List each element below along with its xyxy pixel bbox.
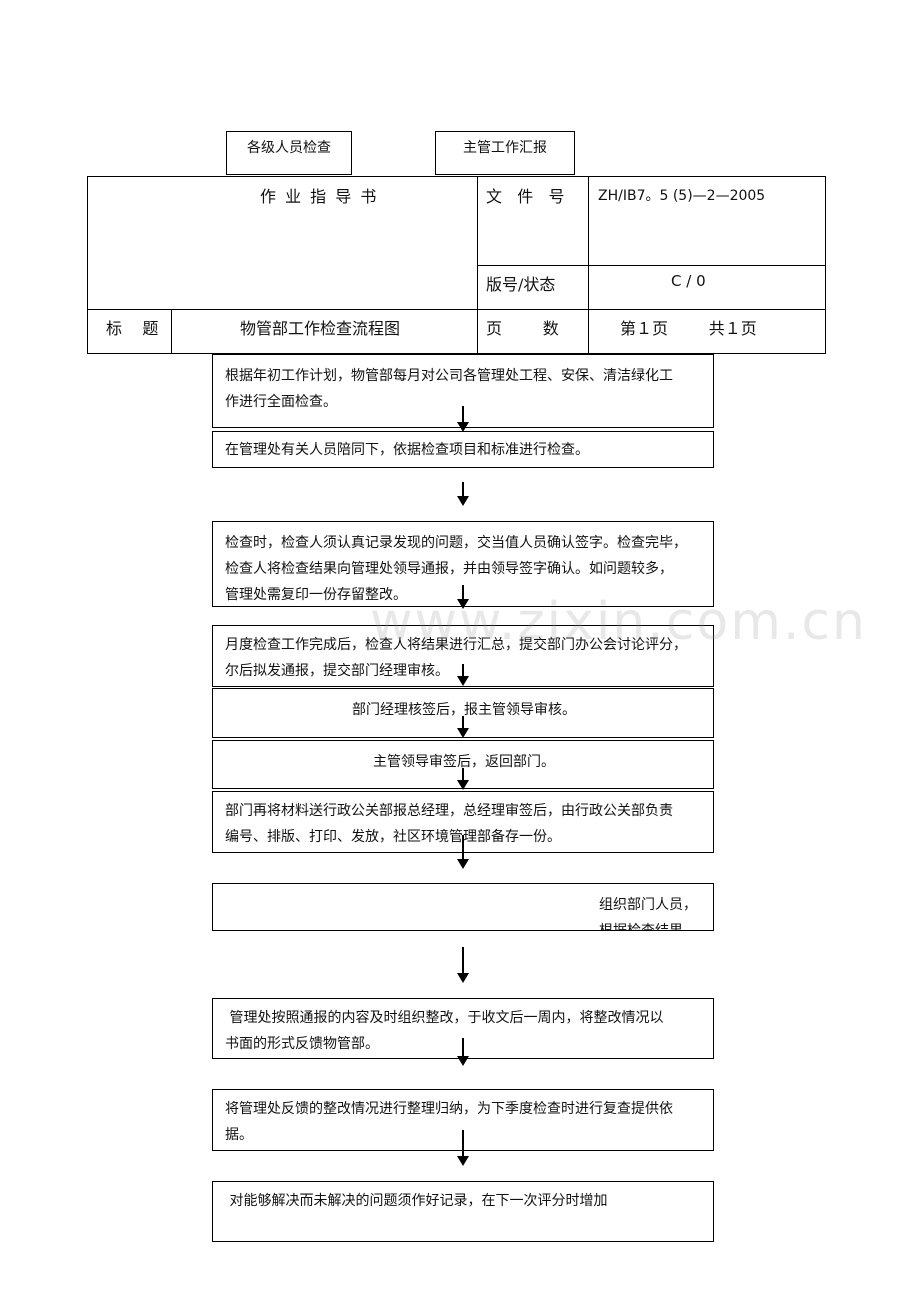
flow-step-2: 在管理处有关人员陪同下，依据检查项目和标准进行检查。 (212, 431, 714, 468)
down-arrow-icon (457, 664, 469, 686)
box-staff-inspection: 各级人员检查 (226, 131, 352, 175)
flow-step-8: 组织部门人员， 根据检查结果 (212, 883, 714, 931)
step-text: 主管领导审签后，返回部门。 (373, 754, 555, 770)
step-text: 月度检查工作完成后，检查人将结果进行汇总，提交部门办公会讨论评分， (225, 637, 687, 653)
file-no-value: ZH/IB7。5 (5)—2—2005 (598, 188, 766, 204)
step-text: 检查时，检查人须认真记录发现的问题，交当值人员确认签字。检查完毕， (225, 535, 687, 551)
doc-header-table: 作 业 指 导 书 文 件 号 ZH/IB7。5 (5)—2—2005 版号/状… (87, 176, 826, 354)
step-text: 对能够解决而未解决的问题须作好记录，在下一次评分时增加 (225, 1193, 608, 1209)
down-arrow-icon (457, 406, 469, 432)
down-arrow-icon (457, 482, 469, 506)
step-text: 尔后拟发通报，提交部门经理审核。 (225, 663, 449, 679)
down-arrow-icon (457, 1038, 469, 1066)
flow-step-11: 对能够解决而未解决的问题须作好记录，在下一次评分时增加 (212, 1181, 714, 1242)
step-text: 作进行全面检查。 (225, 394, 337, 410)
version-value: C / 0 (671, 272, 706, 290)
step-text: 书面的形式反馈物管部。 (225, 1036, 379, 1052)
file-no-label: 文 件 号 (486, 187, 565, 206)
down-arrow-icon (457, 716, 469, 738)
flow-step-4: 月度检查工作完成后，检查人将结果进行汇总，提交部门办公会讨论评分， 尔后拟发通报… (212, 625, 714, 687)
down-arrow-icon (457, 768, 469, 790)
down-arrow-icon (457, 1130, 469, 1166)
step-text: 组织部门人员， (599, 897, 697, 913)
version-label: 版号/状态 (486, 275, 556, 294)
watermark: www.zixin.com.cn (370, 592, 867, 652)
step-text: 根据年初工作计划，物管部每月对公司各管理处工程、安保、清洁绿化工 (225, 368, 673, 384)
step-text: 据。 (225, 1127, 253, 1143)
step-text: 编号、排版、打印、发放，社区环境管理部备存一份。 (225, 829, 561, 845)
step-text: 根据检查结果 (599, 923, 683, 931)
down-arrow-icon (457, 947, 469, 983)
divider (171, 309, 172, 353)
step-text: 在管理处有关人员陪同下，依据检查项目和标准进行检查。 (225, 442, 589, 458)
divider (88, 309, 825, 310)
flow-step-9: 管理处按照通报的内容及时组织整改，于收文后一周内，将整改情况以 书面的形式反馈物… (212, 998, 714, 1059)
step-text: 将管理处反馈的整改情况进行整理归纳，为下季度检查时进行复查提供依 (225, 1101, 673, 1117)
flow-step-1: 根据年初工作计划，物管部每月对公司各管理处工程、安保、清洁绿化工 作进行全面检查… (212, 354, 714, 428)
divider (477, 265, 825, 266)
title-label: 标 题 (106, 319, 159, 338)
doc-title: 作 业 指 导 书 (260, 187, 379, 206)
down-arrow-icon (457, 585, 469, 609)
down-arrow-icon (457, 835, 469, 869)
box-supervisor-report: 主管工作汇报 (435, 131, 575, 175)
box-staff-inspection-label: 各级人员检查 (247, 140, 331, 156)
step-text: 部门经理核签后，报主管领导审核。 (352, 702, 576, 718)
page-value: 第１页 共１页 (620, 319, 757, 338)
step-text: 管理处按照通报的内容及时组织整改，于收文后一周内，将整改情况以 (225, 1010, 664, 1026)
step-text: 检查人将检查结果向管理处领导通报，并由领导签字确认。如问题较多， (225, 561, 673, 577)
page-label: 页 数 (486, 319, 559, 338)
box-supervisor-report-label: 主管工作汇报 (463, 140, 547, 156)
step-text: 管理处需复印一份存留整改。 (225, 587, 407, 603)
title-value: 物管部工作检查流程图 (240, 319, 401, 338)
step-text: 部门再将材料送行政公关部报总经理，总经理审签后，由行政公关部负责 (225, 803, 673, 819)
